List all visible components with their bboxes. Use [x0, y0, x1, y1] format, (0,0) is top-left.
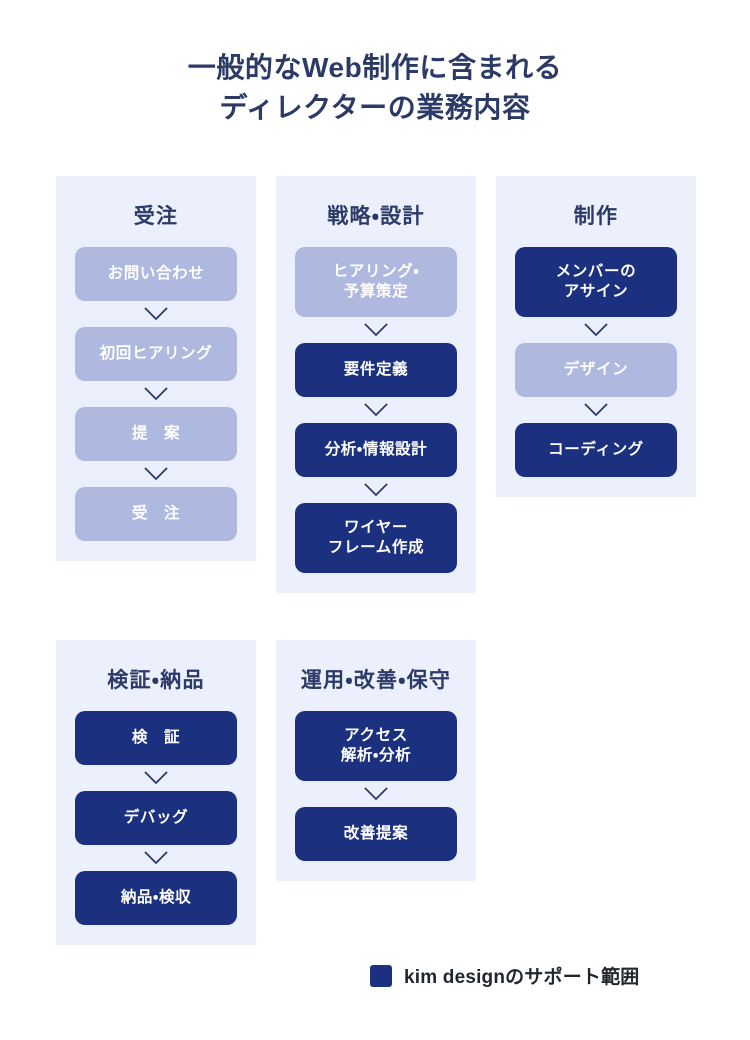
chevron-down-icon	[295, 317, 457, 343]
chevron-down-icon	[515, 317, 677, 343]
page-title: 一般的なWeb制作に含まれる ディレクターの業務内容	[187, 52, 563, 123]
chevron-down-icon	[75, 301, 237, 327]
workflow-step: ヒアリング・ 予算策定	[295, 247, 457, 318]
chevron-down-icon	[75, 765, 237, 791]
workflow-column: 制作メンバーの アサインデザインコーディング	[496, 176, 696, 498]
workflow-column: 検証・納品検 証デバッグ納品・検収	[56, 640, 256, 946]
workflow-step: 検 証	[75, 711, 237, 766]
chevron-down-icon	[75, 461, 237, 487]
workflow-step: 受 注	[75, 487, 237, 542]
column-title: 運用・改善・保守	[300, 669, 452, 692]
column-steps: お問い合わせ初回ヒアリング提 案受 注	[56, 229, 256, 561]
workflow-step: コーディング	[515, 423, 677, 478]
workflow-column: 受注お問い合わせ初回ヒアリング提 案受 注	[56, 176, 256, 562]
workflow-step: デザイン	[515, 343, 677, 398]
workflow-step: メンバーの アサイン	[515, 247, 677, 318]
workflow-step: 納品・検収	[75, 871, 237, 926]
chevron-down-icon	[75, 381, 237, 407]
workflow-step: デバッグ	[75, 791, 237, 846]
workflow-step: 分析・情報設計	[295, 423, 457, 478]
chevron-down-icon	[295, 781, 457, 807]
chevron-down-icon	[295, 397, 457, 423]
column-title: 制作	[573, 205, 619, 228]
workflow-column: 運用・改善・保守アクセス 解析・分析改善提案	[276, 640, 476, 882]
workflow-step: 初回ヒアリング	[75, 327, 237, 382]
legend-label: kim designのサポート範囲	[404, 967, 640, 988]
workflow-step: 要件定義	[295, 343, 457, 398]
workflow-step: アクセス 解析・分析	[295, 711, 457, 782]
workflow-step: 提 案	[75, 407, 237, 462]
chevron-down-icon	[295, 477, 457, 503]
workflow-step: ワイヤー フレーム作成	[295, 503, 457, 574]
chevron-down-icon	[515, 397, 677, 423]
legend: kim designのサポート範囲	[370, 962, 639, 989]
workflow-column: 戦略・設計ヒアリング・ 予算策定要件定義分析・情報設計ワイヤー フレーム作成	[276, 176, 476, 594]
workflow-step: お問い合わせ	[75, 247, 237, 302]
workflow-step: 改善提案	[295, 807, 457, 862]
column-title: 検証・納品	[107, 669, 205, 692]
column-title: 戦略・設計	[327, 205, 425, 228]
legend-swatch-supported	[370, 964, 392, 987]
column-steps: 検 証デバッグ納品・検収	[56, 693, 256, 945]
column-steps: メンバーの アサインデザインコーディング	[496, 229, 696, 497]
column-steps: アクセス 解析・分析改善提案	[276, 693, 476, 881]
column-title: 受注	[133, 205, 179, 228]
column-steps: ヒアリング・ 予算策定要件定義分析・情報設計ワイヤー フレーム作成	[276, 229, 476, 593]
chevron-down-icon	[75, 845, 237, 871]
